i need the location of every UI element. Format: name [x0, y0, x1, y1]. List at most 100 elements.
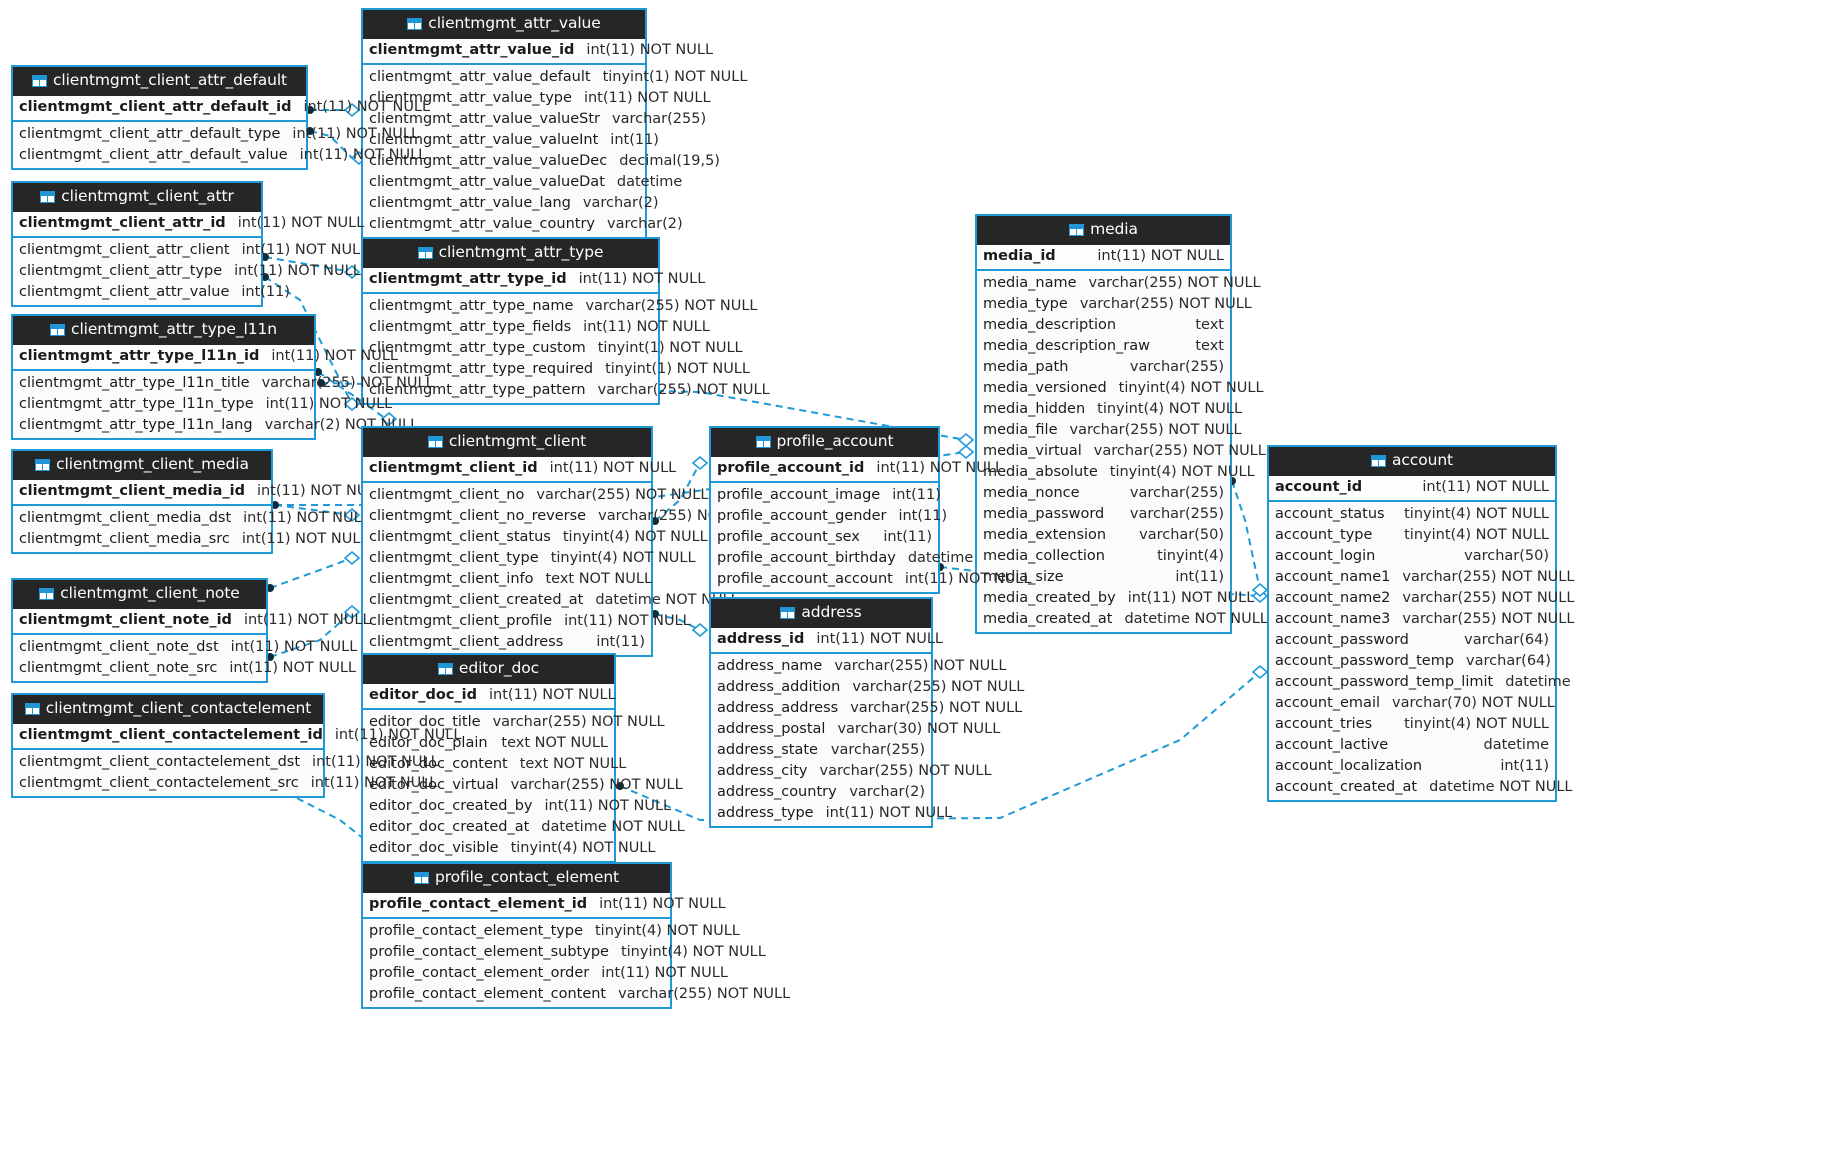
entity-title[interactable]: media [977, 216, 1230, 245]
entity-title[interactable]: clientmgmt_attr_type [363, 239, 658, 268]
entity-title[interactable]: clientmgmt_client_attr_default [13, 67, 306, 96]
entity-title[interactable]: clientmgmt_client_note [13, 580, 266, 609]
entity-title[interactable]: address [711, 599, 931, 628]
entity-title[interactable]: account [1269, 447, 1555, 476]
entity-title[interactable]: editor_doc [363, 655, 614, 684]
entity-title[interactable]: clientmgmt_client_media [13, 451, 271, 480]
entity-title[interactable]: clientmgmt_client_contactelement [13, 695, 323, 724]
entity-title[interactable]: clientmgmt_client [363, 428, 651, 457]
entity-table-clientmgmt_attr_value[interactable]: clientmgmt_attr_value clientmgmt_attr_val… [361, 8, 747, 239]
entity-title[interactable]: profile_account [711, 428, 938, 457]
entity-title[interactable]: clientmgmt_attr_value [363, 10, 645, 39]
